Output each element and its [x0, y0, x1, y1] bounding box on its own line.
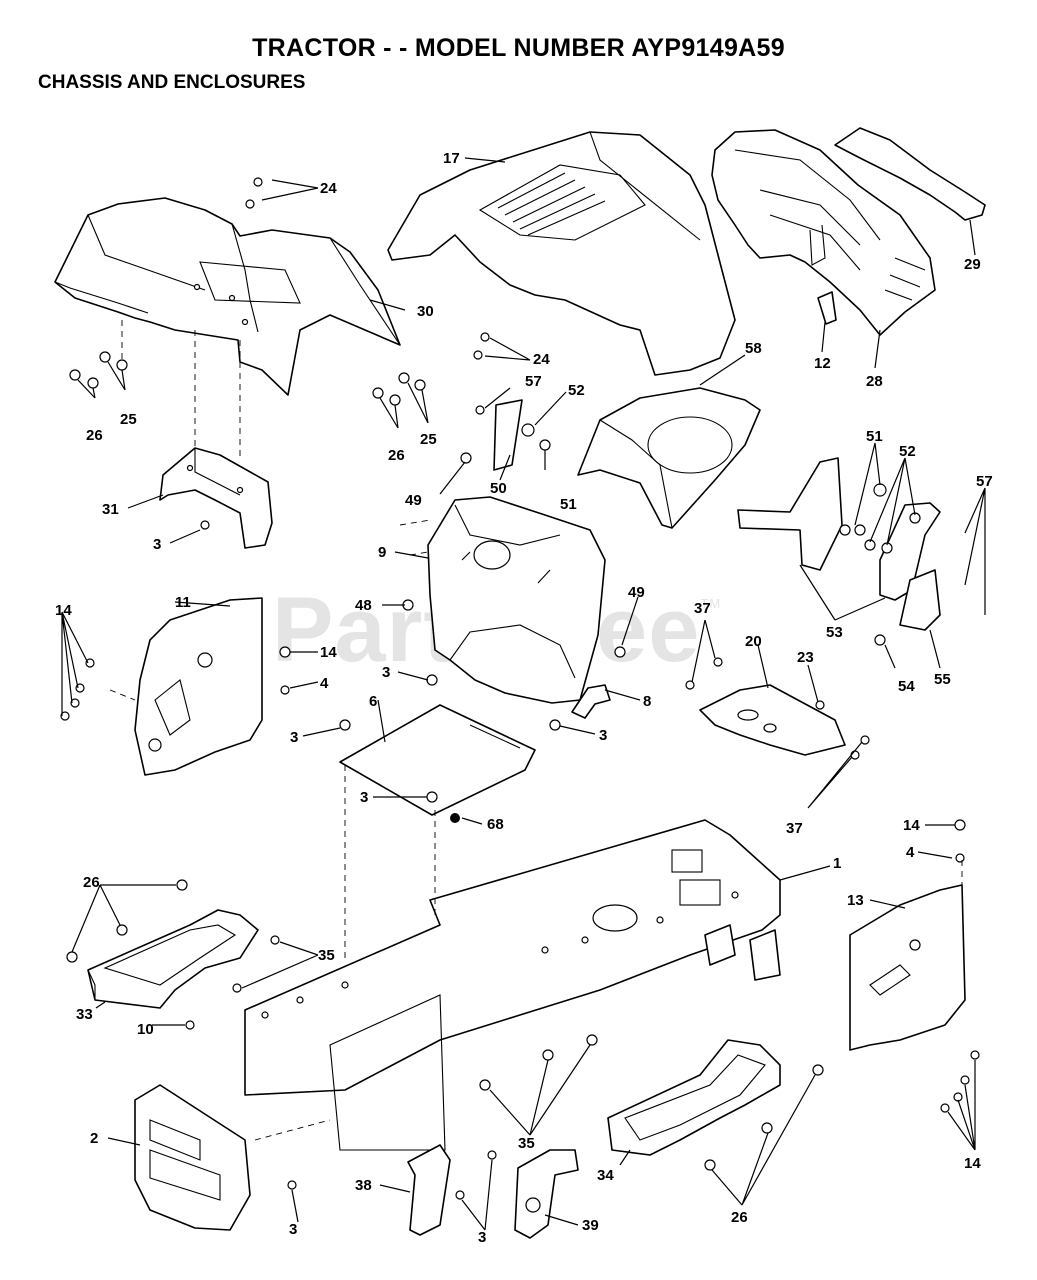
assembly-lines — [109, 320, 963, 1141]
callout-31: 31 — [102, 501, 119, 518]
section-subtitle: CHASSIS AND ENCLOSURES — [38, 72, 306, 93]
part-seat-pan[interactable] — [577, 387, 761, 529]
callout-58: 58 — [745, 340, 762, 357]
callout-labels: 17 24 30 24 25 26 25 26 57 52 51 50 49 5… — [55, 150, 993, 1246]
callout-35: 35 — [518, 1135, 535, 1152]
callout-26: 26 — [388, 447, 405, 464]
part-plate[interactable] — [339, 704, 536, 816]
callout-54: 54 — [898, 678, 915, 695]
callout-24: 24 — [320, 180, 337, 197]
page-title: TRACTOR - - MODEL NUMBER AYP9149A59 — [252, 34, 785, 62]
callout-10: 10 — [137, 1021, 154, 1038]
part-side-panel-right[interactable] — [849, 884, 966, 1051]
callout-11: 11 — [175, 594, 191, 611]
callout-14: 14 — [55, 602, 72, 619]
callout-23: 23 — [797, 649, 814, 666]
callout-26: 26 — [83, 874, 100, 891]
callout-2: 2 — [90, 1130, 98, 1147]
callout-26: 26 — [86, 427, 103, 444]
callout-3: 3 — [153, 536, 161, 553]
callout-37: 37 — [786, 820, 803, 837]
part-bracket-53[interactable] — [737, 457, 843, 571]
part-bracket-31[interactable] — [159, 447, 273, 549]
callout-14: 14 — [320, 644, 337, 661]
part-bracket-55[interactable] — [899, 569, 941, 631]
callout-38: 38 — [355, 1177, 372, 1194]
callout-14: 14 — [964, 1155, 981, 1172]
part-steering-support[interactable] — [699, 684, 846, 756]
callout-37: 37 — [694, 600, 711, 617]
part-fender[interactable] — [54, 197, 401, 396]
callout-33: 33 — [76, 1006, 93, 1023]
callout-3: 3 — [599, 727, 607, 744]
callout-3: 3 — [382, 664, 390, 681]
callout-68: 68 — [487, 816, 504, 833]
callout-48: 48 — [355, 597, 372, 614]
callout-14: 14 — [903, 817, 920, 834]
callout-49: 49 — [405, 492, 422, 509]
callout-35: 35 — [318, 947, 335, 964]
callout-55: 55 — [934, 671, 951, 688]
callout-28: 28 — [866, 373, 883, 390]
leader-lines — [61, 157, 986, 1231]
part-footrest-left[interactable] — [87, 909, 259, 1009]
callout-57: 57 — [525, 373, 542, 390]
callout-4: 4 — [906, 844, 915, 861]
callout-29: 29 — [964, 256, 981, 273]
callout-3: 3 — [360, 789, 368, 806]
part-hood-latch[interactable] — [817, 291, 837, 325]
callout-51: 51 — [560, 496, 577, 513]
callout-39: 39 — [582, 1217, 599, 1234]
callout-17: 17 — [443, 150, 460, 167]
part-dash-panel[interactable] — [399, 496, 606, 704]
callout-3: 3 — [290, 729, 298, 746]
callout-9: 9 — [378, 544, 386, 561]
callout-26: 26 — [731, 1209, 748, 1226]
callout-12: 12 — [814, 355, 831, 372]
part-footrest-right[interactable] — [607, 1039, 781, 1156]
part-bracket-38[interactable] — [407, 1144, 451, 1236]
part-grille-bar[interactable] — [834, 127, 986, 221]
callout-25: 25 — [420, 431, 437, 448]
callout-6: 6 — [369, 693, 377, 710]
part-front-plate[interactable] — [134, 1084, 251, 1231]
callout-24: 24 — [533, 351, 550, 368]
callout-3: 3 — [478, 1229, 486, 1246]
callout-49: 49 — [628, 584, 645, 601]
callout-8: 8 — [643, 693, 651, 710]
callout-13: 13 — [847, 892, 864, 909]
callout-4: 4 — [320, 675, 329, 692]
callout-51: 51 — [866, 428, 883, 445]
callout-1: 1 — [833, 855, 841, 872]
callout-20: 20 — [745, 633, 762, 650]
callout-52: 52 — [899, 443, 916, 460]
part-main-frame[interactable] — [244, 819, 781, 1151]
callout-52: 52 — [568, 382, 585, 399]
part-hood[interactable] — [387, 131, 736, 376]
part-bracket-39[interactable] — [514, 1149, 579, 1239]
callout-30: 30 — [417, 303, 434, 320]
callout-57: 57 — [976, 473, 993, 490]
part-side-panel-left[interactable] — [134, 597, 263, 776]
callout-53: 53 — [826, 624, 843, 641]
part-bracket-8[interactable] — [571, 684, 611, 719]
callout-34: 34 — [597, 1167, 614, 1184]
callout-3: 3 — [289, 1221, 297, 1238]
part-grille[interactable] — [711, 129, 936, 336]
hardware — [60, 177, 980, 1200]
callout-25: 25 — [120, 411, 137, 428]
callout-50: 50 — [490, 480, 507, 497]
